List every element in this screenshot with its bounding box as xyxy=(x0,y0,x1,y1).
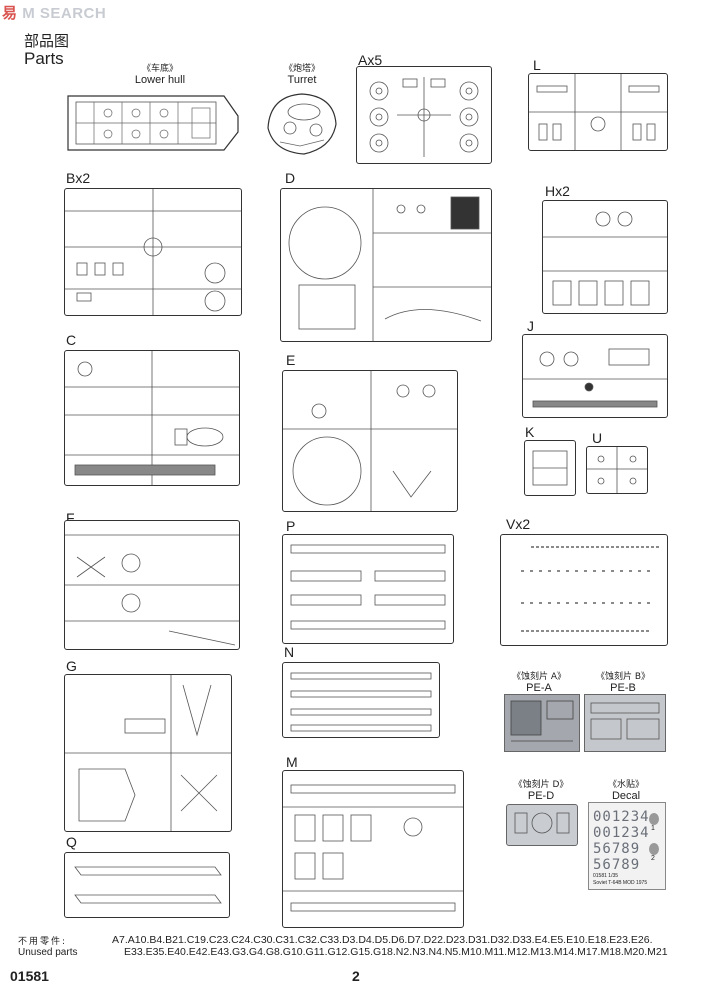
unused-parts-label-en: Unused parts xyxy=(18,947,78,958)
sprue-b-label: Bx2 xyxy=(66,170,91,186)
turret-caption: 《炮塔》Turret xyxy=(283,64,320,86)
sprue-c xyxy=(64,350,240,486)
sprue-b xyxy=(64,188,242,316)
sprue-l xyxy=(528,73,668,151)
turret-drawing xyxy=(260,88,342,160)
lower-hull-drawing xyxy=(64,88,242,158)
sprue-j xyxy=(522,334,668,418)
unused-parts-list: A7.A10.B4.B21.C19.C23.C24.C30.C31.C32.C3… xyxy=(112,934,653,946)
sprue-v-label: Vx2 xyxy=(506,516,531,532)
decal-mark: 1 xyxy=(651,825,655,832)
sprue-f xyxy=(64,520,240,650)
sprue-c-label: C xyxy=(66,332,77,348)
sprue-g-label: G xyxy=(66,658,77,674)
decal-emblem-icon xyxy=(649,843,659,855)
sprue-k-label: K xyxy=(525,424,535,440)
sprue-m-label: M xyxy=(286,754,298,770)
page-title-en: Parts xyxy=(24,49,64,68)
sprue-h-label: Hx2 xyxy=(545,183,570,199)
pe-d-sheet xyxy=(506,804,578,846)
sprue-e-label: E xyxy=(286,352,296,368)
decal-number: 001234 xyxy=(593,825,650,841)
pe-b-sheet xyxy=(584,694,666,752)
sprue-g xyxy=(64,674,232,832)
sprue-d-label: D xyxy=(285,170,296,186)
sprue-j-label: J xyxy=(527,318,534,334)
sprue-u-label: U xyxy=(592,430,603,446)
sprue-h xyxy=(542,200,668,314)
decal-number: 56789 xyxy=(593,857,641,873)
watermark: 易 M SEARCH xyxy=(2,4,107,22)
sprue-p-label: P xyxy=(286,518,296,534)
sprue-v xyxy=(500,534,668,646)
pe-d-caption: 《蚀刻片 D》PE-D xyxy=(513,780,569,802)
sprue-q-label: Q xyxy=(66,834,77,850)
unused-parts-label-cn: 不用零件: xyxy=(18,937,68,947)
pe-a-sheet xyxy=(504,694,580,752)
decal-caption-subject: Soviet T-64B MOD 1975 xyxy=(593,880,648,886)
sprue-p xyxy=(282,534,454,644)
sprue-a-label: Ax5 xyxy=(358,52,383,68)
sprue-u xyxy=(586,446,648,494)
page-title-cn: 部品图 xyxy=(24,32,70,50)
decal-number: 56789 xyxy=(593,841,641,857)
sprue-n-label: N xyxy=(284,644,295,660)
sprue-q xyxy=(64,852,230,918)
sprue-n xyxy=(282,662,440,738)
sprue-m xyxy=(282,770,464,928)
sprue-a xyxy=(356,66,492,164)
decal-emblem-icon xyxy=(649,813,659,825)
pe-b-caption: 《蚀刻片 B》PE-B xyxy=(595,672,651,694)
unused-parts-list: E33.E35.E40.E42.E43.G3.G4.G8.G10.G11.G12… xyxy=(124,946,668,958)
product-code: 01581 xyxy=(10,968,49,984)
sprue-k xyxy=(524,440,576,496)
decal-caption: 《水贴》Decal xyxy=(607,780,644,802)
decal-caption-code: 01581 1/35 xyxy=(593,873,619,879)
sprue-l-label: L xyxy=(533,57,541,73)
sprue-f-label: F xyxy=(66,510,75,526)
sprue-d xyxy=(280,188,492,342)
pe-a-caption: 《蚀刻片 A》PE-A xyxy=(511,672,567,694)
decal-sheet: 001234 001234 56789 56789 1 2 01581 1/35… xyxy=(588,802,666,890)
sprue-e xyxy=(282,370,458,512)
decal-number: 001234 xyxy=(593,809,650,825)
page-number: 2 xyxy=(352,968,360,984)
lower-hull-caption: 《车底》Lower hull xyxy=(134,64,186,86)
decal-mark: 2 xyxy=(651,855,655,862)
